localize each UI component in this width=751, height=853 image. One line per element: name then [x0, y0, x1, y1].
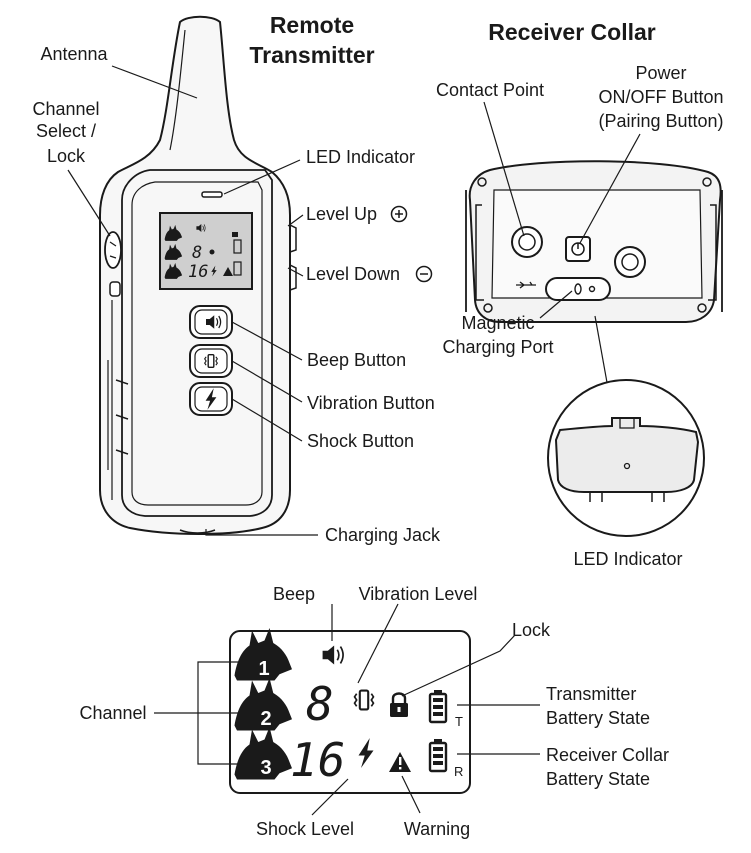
warning-icon [389, 752, 411, 772]
receiver-leader-lines [483, 101, 641, 319]
label-charging-jack: Charging Jack [325, 525, 441, 545]
lcd-shock-value: 16 [290, 733, 345, 787]
label-power-line2: ON/OFF Button [598, 87, 723, 107]
lcd-vibration-value: 8 [306, 677, 334, 731]
svg-text:3: 3 [260, 757, 271, 779]
label-magnetic-line2: Charging Port [442, 337, 553, 357]
label-level-down: Level Down [306, 264, 400, 284]
label-shock-button: Shock Button [307, 431, 414, 451]
minus-icon [415, 265, 433, 283]
label-vibration-level: Vibration Level [359, 584, 478, 604]
transmitter-battery-mark: T [455, 714, 463, 729]
label-channel-line3: Lock [47, 146, 86, 166]
label-contact-point: Contact Point [436, 80, 544, 100]
label-transmitter-battery-line2: Battery State [546, 708, 650, 728]
shock-button[interactable] [189, 382, 233, 416]
transmitter-led-indicator [201, 191, 223, 198]
label-warning: Warning [404, 819, 470, 839]
channel-select-knob [104, 231, 122, 269]
label-vibration-button: Vibration Button [307, 393, 435, 413]
collar-led-indicator [623, 462, 631, 470]
contact-point-right [614, 246, 646, 278]
receiver-collar [465, 160, 723, 323]
label-transmitter-led: LED Indicator [306, 147, 415, 167]
contact-point-left [511, 226, 543, 258]
label-beep-button: Beep Button [307, 350, 406, 370]
display-leader-lines [154, 603, 540, 816]
label-channel: Channel [79, 703, 146, 723]
label-magnetic-line1: Magnetic [461, 313, 534, 333]
heading-transmitter-line1: Remote [270, 12, 354, 38]
label-power-line1: Power [635, 63, 686, 83]
transmitter-leader-lines [67, 65, 318, 536]
lcd-frame [229, 630, 471, 794]
transmitter-lcd: 8 16 [159, 212, 253, 290]
lock-icon [390, 692, 408, 717]
label-receiver-battery-line2: Battery State [546, 769, 650, 789]
small-lcd-shock-value: 16 [188, 262, 208, 282]
label-channel-line1: Channel [32, 99, 99, 119]
channel-3-icon: 3 [234, 727, 292, 780]
receiver-battery-mark: R [454, 764, 463, 779]
label-power-line3: (Pairing Button) [598, 111, 723, 131]
label-channel-line2: Select / [36, 121, 96, 141]
lcd-detail: 1 2 3 8 16 T [229, 628, 471, 794]
heading-transmitter-line2: Transmitter [249, 42, 374, 68]
transmitter-inner-panel [121, 169, 273, 517]
channel-2-icon: 2 [234, 678, 292, 731]
small-lcd-vibration-value: 8 [192, 243, 202, 263]
label-lock: Lock [512, 620, 551, 640]
svg-text:2: 2 [260, 708, 271, 730]
plus-icon [390, 205, 408, 223]
transmitter-battery-icon: T [428, 690, 463, 729]
channel-1-icon: 1 [234, 628, 292, 681]
label-transmitter-battery-line1: Transmitter [546, 684, 636, 704]
magnetic-charging-port [545, 277, 611, 301]
vibration-button[interactable] [189, 344, 233, 378]
collar-zoom-circle [547, 315, 705, 537]
label-level-up: Level Up [306, 204, 377, 224]
beep-button[interactable] [189, 305, 233, 339]
label-collar-led: LED Indicator [573, 549, 682, 569]
heading-receiver: Receiver Collar [488, 19, 656, 45]
receiver-battery-icon: R [428, 739, 463, 779]
label-beep: Beep [273, 584, 315, 604]
svg-text:1: 1 [258, 658, 269, 680]
label-shock-level: Shock Level [256, 819, 354, 839]
label-antenna: Antenna [40, 44, 108, 64]
label-receiver-battery-line1: Receiver Collar [546, 745, 669, 765]
